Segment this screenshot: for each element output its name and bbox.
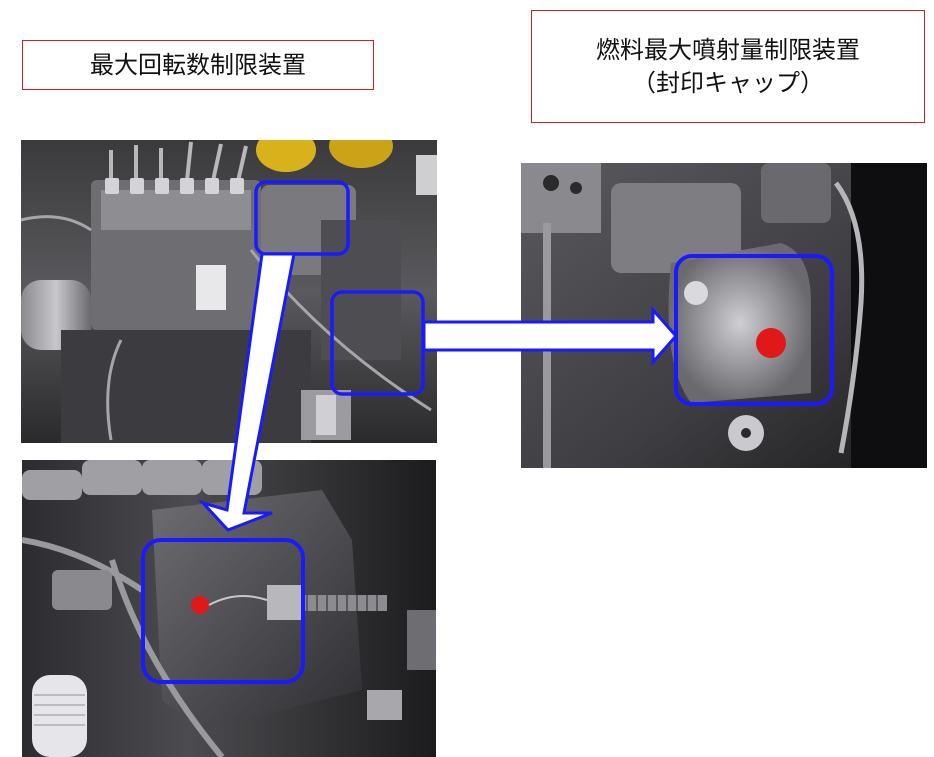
max-fuel-limiter-text: 燃料最大噴射量制限装置	[596, 36, 860, 65]
fuel-limiter-image	[521, 163, 927, 468]
speed-limiter-photo	[22, 460, 436, 757]
fuel-limiter-photo	[521, 163, 927, 468]
speed-limiter-image	[22, 460, 436, 757]
max-speed-limiter-label: 最大回転数制限装置	[22, 40, 374, 90]
max-fuel-limiter-label: 燃料最大噴射量制限装置 （封印キャップ）	[531, 10, 925, 123]
max-speed-limiter-text: 最大回転数制限装置	[90, 50, 306, 79]
seal-cap-text: （封印キャップ）	[632, 68, 824, 97]
engine-overview-image	[21, 140, 437, 443]
engine-overview-photo	[21, 140, 437, 443]
